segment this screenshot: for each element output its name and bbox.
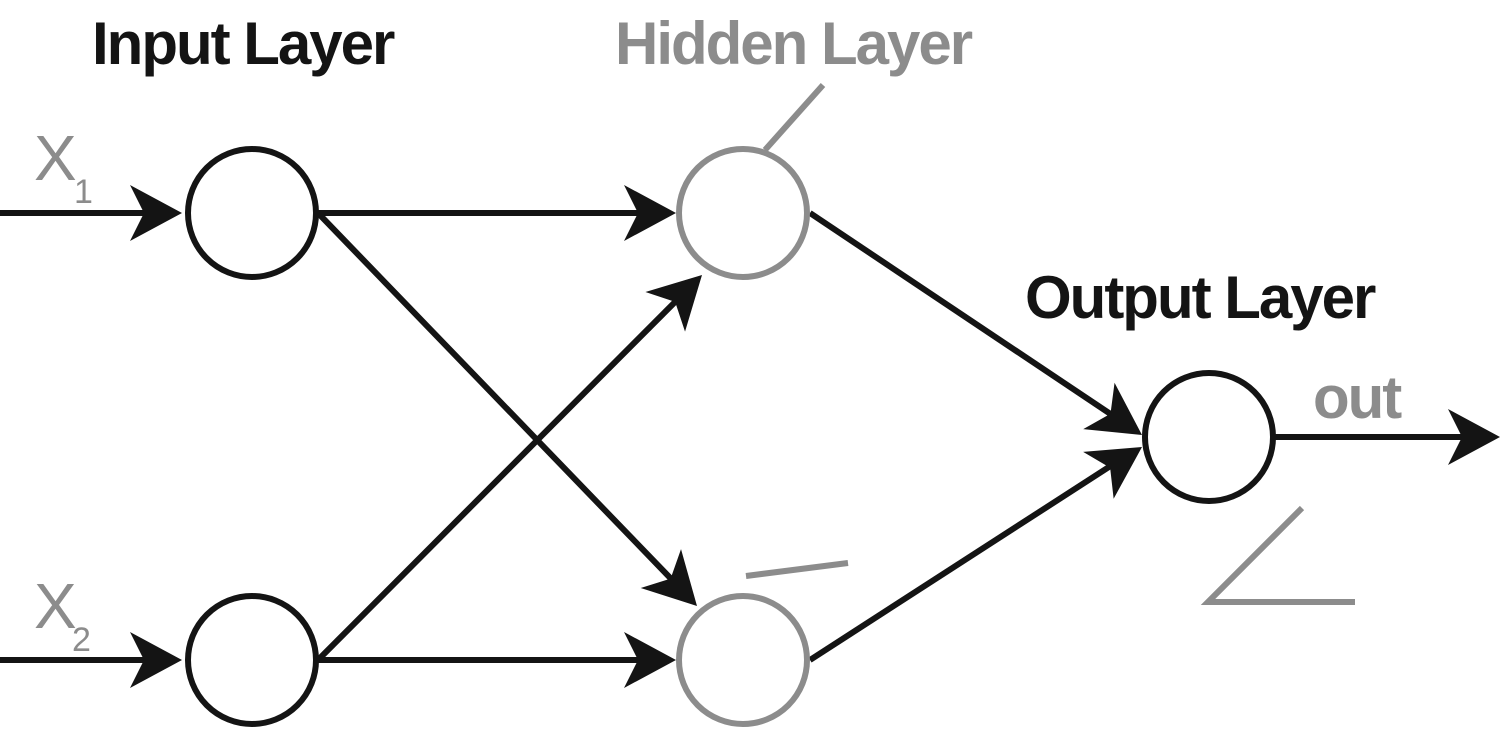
input-x1-letter: X xyxy=(34,122,77,194)
nodes xyxy=(185,146,1276,727)
input-x2-letter: X xyxy=(34,570,77,642)
annotation-marks xyxy=(745,83,1355,605)
arrowhead-input1-hidden2 xyxy=(640,549,697,606)
edge-input1-to-hidden2 xyxy=(315,210,681,589)
arrowhead-hidden1-output xyxy=(1083,382,1142,435)
arrowhead-x2 xyxy=(130,632,182,688)
hidden-node-1 xyxy=(676,146,810,280)
hidden-node-2 xyxy=(676,593,810,727)
output-label: out xyxy=(1313,364,1402,431)
hidden-layer-title: Hidden Layer xyxy=(615,10,973,77)
connections xyxy=(0,210,1470,663)
input-node-1 xyxy=(185,146,319,280)
edge-input2-to-hidden1 xyxy=(315,292,685,663)
input-x2-subscript: 2 xyxy=(72,621,91,659)
hidden2-bias-mark xyxy=(745,560,849,579)
arrowhead-hidden2-output xyxy=(1083,447,1142,499)
output-layer-title: Output Layer xyxy=(1025,264,1376,331)
arrowhead-input2-hidden2 xyxy=(624,632,676,688)
input-label-x2: X 2 xyxy=(34,570,91,659)
edge-hidden2-to-output xyxy=(808,462,1114,663)
arrowhead-input2-hidden1 xyxy=(645,275,702,332)
arrowhead-x1 xyxy=(130,185,182,241)
arrowheads xyxy=(130,185,1500,688)
output-node xyxy=(1142,370,1276,504)
output-angle-mark xyxy=(1200,505,1355,605)
edge-hidden1-to-output xyxy=(808,210,1114,418)
input-label-x1: X 1 xyxy=(34,122,93,211)
arrowhead-out xyxy=(1448,409,1500,465)
input-x1-subscript: 1 xyxy=(74,173,93,211)
input-layer-title: Input Layer xyxy=(92,10,395,77)
hidden-layer-pointer xyxy=(762,83,826,152)
input-node-2 xyxy=(185,593,319,727)
arrowhead-input1-hidden1 xyxy=(624,185,676,241)
